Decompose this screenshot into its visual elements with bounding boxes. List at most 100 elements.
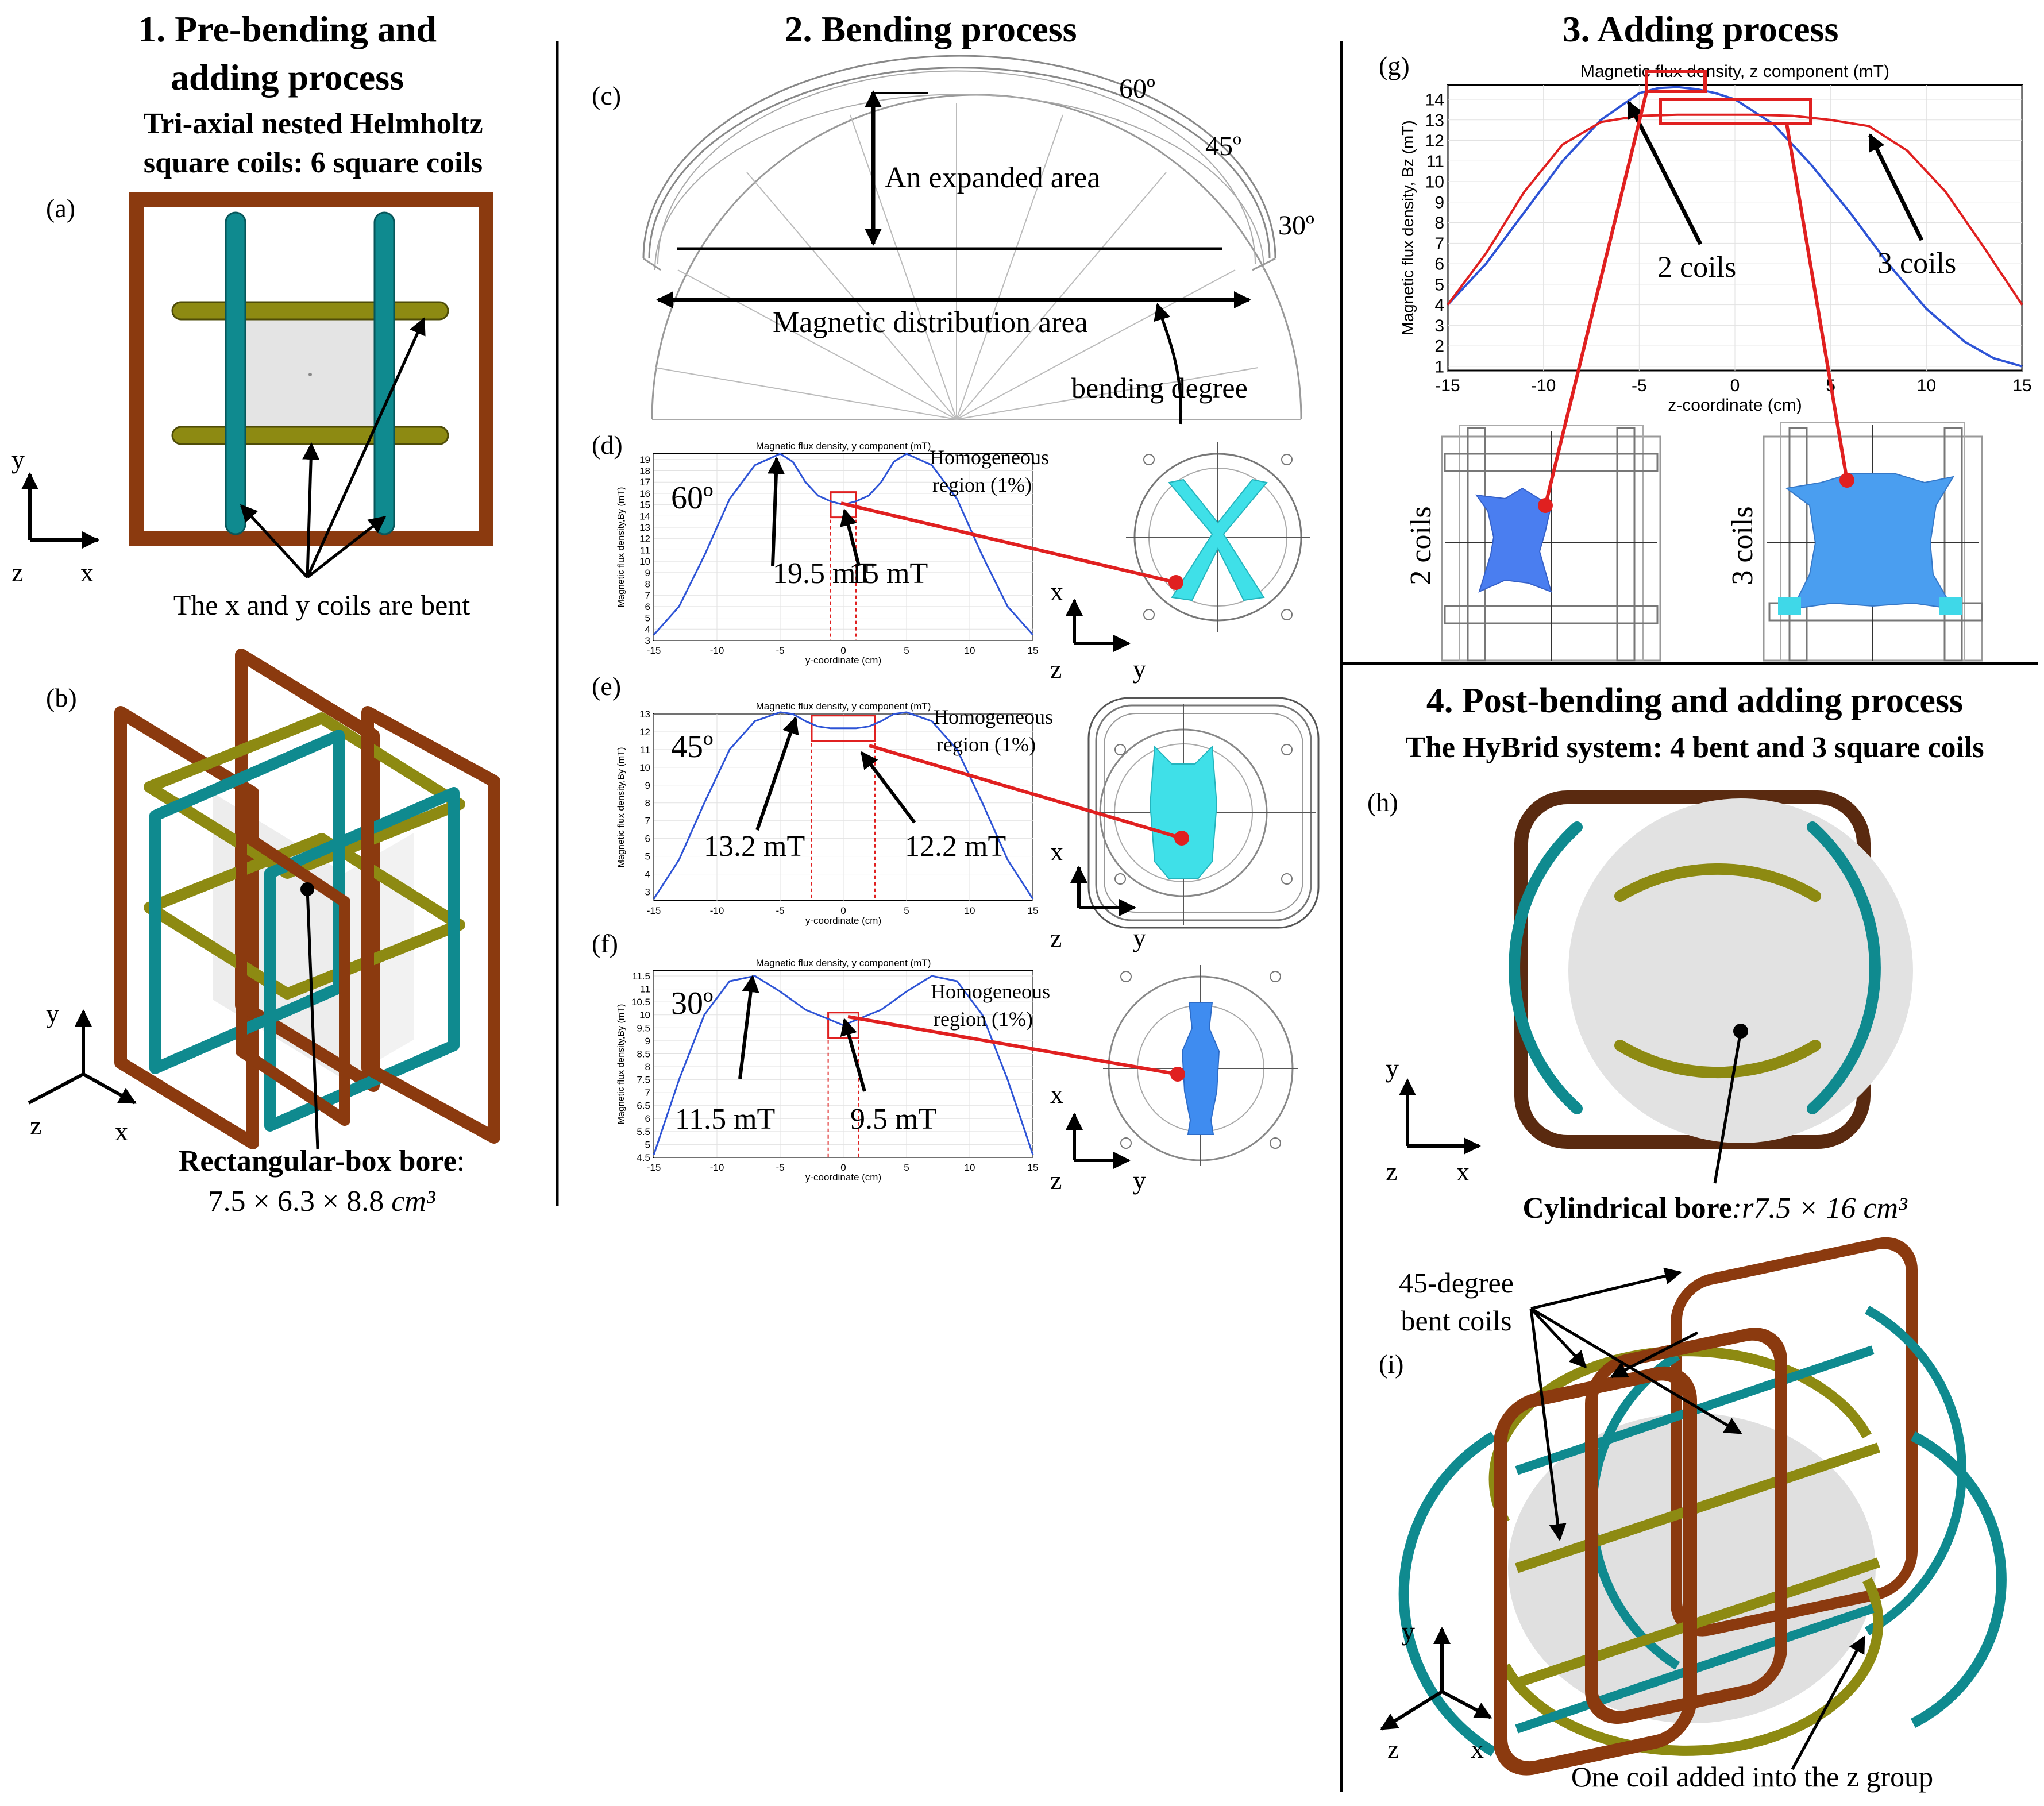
x-tick-label-g: -15: [1435, 376, 1460, 395]
x-tick-label-d: 15: [1028, 645, 1039, 656]
y-tick-label-e: 5: [645, 851, 650, 862]
x-tick-label-e: -10: [710, 905, 724, 916]
added-coil-caption: One coil added into the z group: [1571, 1761, 1933, 1793]
axes-triads-field-maps: [1066, 599, 1136, 1169]
y-tick-label-g: 7: [1434, 234, 1444, 253]
region-label-e: region (1%): [936, 733, 1036, 756]
axes-triad-h: [1399, 1078, 1481, 1155]
center-arrow-d: [840, 508, 861, 566]
y-tick-label-d: 6: [645, 601, 650, 612]
y-tick-label-f: 11.5: [632, 971, 650, 982]
y-tick-label-g: 1: [1434, 357, 1444, 376]
axis-label-z-d: z: [1050, 654, 1062, 684]
axis-label-z-i: z: [1387, 1734, 1399, 1763]
peak-value-label-f: 11.5 mT: [675, 1103, 775, 1136]
label-3-coils: 3 coils: [1877, 247, 1956, 280]
angle-label-f: 30º: [671, 986, 713, 1021]
center-value-label-e: 12.2 mT: [905, 830, 1006, 863]
section-1: 1. Pre-bending and adding process Tri-ax…: [11, 9, 500, 1218]
bent-coils-label-line2: bent coils: [1401, 1305, 1511, 1337]
label-30-deg: 30º: [1278, 210, 1314, 241]
y-tick-label-f: 9: [645, 1036, 650, 1047]
y-tick-label-e: 10: [639, 762, 650, 773]
y-tick-label-f: 7.5: [637, 1075, 650, 1086]
label-2-coils: 2 coils: [1657, 251, 1736, 284]
panel-label-d: (d): [592, 430, 623, 460]
y-tick-label-d: 17: [639, 477, 650, 488]
field-map-f: [1103, 965, 1298, 1166]
y-tick-label-f: 5: [645, 1139, 650, 1150]
iso-label-2-coils: 2 coils: [1405, 506, 1437, 585]
y-tick-label-g: 6: [1434, 255, 1444, 274]
y-tick-label-d: 4: [645, 624, 650, 635]
region-label-f: region (1%): [934, 1008, 1033, 1031]
y-tick-label-f: 5.5: [637, 1126, 650, 1137]
panel-label-c: (c): [592, 81, 621, 110]
y-tick-label-f: 10.5: [631, 997, 650, 1008]
y-tick-label-d: 18: [639, 465, 650, 476]
y-tick-label-g: 13: [1425, 111, 1444, 130]
axis-label-z-f: z: [1050, 1166, 1062, 1195]
chart-title-e: Magnetic flux density, y component (mT): [756, 701, 931, 712]
y-tick-label-d: 13: [639, 522, 650, 533]
field-map-e: [1087, 697, 1320, 929]
axis-label-x-a: x: [80, 558, 94, 587]
x-tick-label-d: -5: [776, 645, 784, 656]
panel-label-i: (i): [1379, 1349, 1403, 1379]
y-tick-label-g: 11: [1426, 152, 1444, 171]
x-tick-label-f: -5: [776, 1162, 784, 1173]
y-tick-label-d: 15: [639, 500, 650, 511]
axis-label-z-a: z: [11, 558, 23, 587]
angle-label-e: 45º: [671, 729, 713, 765]
section-4-title: 4. Post-bending and adding process: [1426, 681, 1963, 720]
y-tick-label-e: 12: [639, 727, 650, 738]
section-1-subtitle-line1: Tri-axial nested Helmholtz: [143, 107, 483, 140]
series-line-g-2-coils: [1447, 86, 2023, 368]
axis-label-x-f: x: [1050, 1079, 1063, 1109]
axis-label-y-d: y: [1133, 654, 1146, 684]
field-map-d: [1126, 442, 1310, 632]
x-tick-label-g: 10: [1917, 376, 1936, 395]
series-line-e: [653, 711, 1034, 900]
axis-label-z-h: z: [1386, 1157, 1397, 1186]
x-tick-label-e: 5: [904, 905, 909, 916]
y-tick-label-f: 4.5: [637, 1152, 650, 1163]
panel-label-g: (g): [1379, 51, 1410, 80]
iso-label-3-coils: 3 coils: [1726, 506, 1759, 585]
y-tick-label-d: 9: [645, 568, 650, 578]
axis-label-z-b: z: [30, 1111, 41, 1140]
axes-triad-b: [28, 1009, 137, 1105]
section-4: 4. Post-bending and adding process The H…: [1367, 681, 2007, 1793]
panel-label-b: (b): [46, 683, 77, 712]
axis-label-y-f: y: [1133, 1166, 1146, 1195]
y-tick-label-e: 3: [645, 886, 650, 897]
y-tick-label-d: 10: [639, 556, 650, 567]
y-tick-label-g: 2: [1434, 337, 1444, 356]
x-tick-label-f: 10: [965, 1162, 975, 1173]
y-tick-label-g: 9: [1434, 193, 1444, 212]
label-60-deg: 60º: [1119, 74, 1155, 104]
y-axis-label-d: Magnetic flux density,By (mT): [616, 487, 626, 608]
y-tick-label-d: 14: [639, 511, 650, 522]
axis-label-z-e: z: [1050, 923, 1062, 952]
cylindrical-bore-label: Cylindrical bore:r7.5 × 16 cm³: [1522, 1192, 1908, 1225]
y-tick-label-e: 7: [645, 816, 650, 827]
x-tick-label-d: 5: [904, 645, 909, 656]
isosurface-2-coils: [1441, 425, 1661, 662]
axis-label-x-i: x: [1471, 1734, 1484, 1763]
leader-lines-section-3: [1544, 70, 1849, 506]
x-tick-label-f: -10: [710, 1162, 724, 1173]
panel-label-f: (f): [592, 929, 618, 958]
x-tick-label-f: 0: [840, 1162, 846, 1173]
homogeneous-region-box-e: [811, 715, 876, 742]
y-tick-label-f: 10: [639, 1010, 650, 1021]
axes-triad-i: [1380, 1627, 1492, 1731]
hybrid-coils-isometric-view: [1398, 1237, 2007, 1776]
chart-title-d: Magnetic flux density, y component (mT): [756, 441, 931, 452]
y-tick-label-d: 8: [645, 578, 650, 589]
peak-arrow-d: [768, 457, 785, 566]
y-tick-label-f: 7: [645, 1087, 650, 1098]
y-tick-label-f: 11: [640, 984, 650, 995]
bending-degree-label: bending degree: [1071, 372, 1248, 404]
